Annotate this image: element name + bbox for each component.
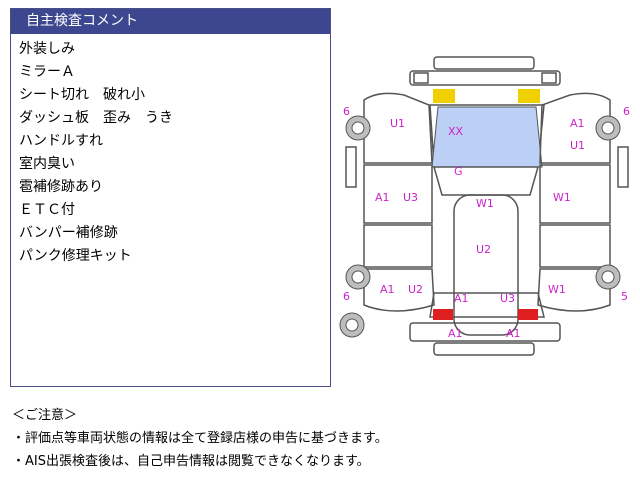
label-front-left-num: 6 xyxy=(343,105,350,118)
label-front-left-fender: U1 xyxy=(390,117,405,130)
label-roof-front: W1 xyxy=(476,197,494,210)
mirror-right xyxy=(617,146,629,188)
label-left-rear-a: A1 xyxy=(380,283,395,296)
right-rear-door xyxy=(539,224,611,268)
wheel-rear-right-hub xyxy=(601,270,615,284)
inspection-comment-panel: 自主検査コメント 外装しみ ミラーＡ シート切れ 破れ小 ダッシュ板 歪み うき… xyxy=(10,8,331,387)
list-item: ハンドルすれ xyxy=(19,133,103,149)
wheel-front-right-hub xyxy=(601,121,615,135)
front-bumper-corner-right xyxy=(541,72,557,84)
label-roof-center: U2 xyxy=(476,243,491,256)
label-front-right-door: U1 xyxy=(570,139,585,152)
panel-title: 自主検査コメント xyxy=(11,9,330,34)
label-front-right-fender: A1 xyxy=(570,117,585,130)
front-bumper-corner-left xyxy=(413,72,429,84)
roof xyxy=(453,194,519,336)
wheel-rear-left-hub xyxy=(351,270,365,284)
label-left-rear-num: 6 xyxy=(343,290,350,303)
label-windshield: XX xyxy=(448,125,464,138)
trunk-lid xyxy=(429,292,545,318)
list-item: ミラーＡ xyxy=(19,64,75,80)
label-rear-center: U3 xyxy=(500,292,515,305)
label-right-front-door: W1 xyxy=(553,191,571,204)
rear-bumper-bottom xyxy=(433,342,535,356)
left-rear-quarter xyxy=(363,268,435,312)
label-left-front-door-a: A1 xyxy=(375,191,390,204)
spare-tire-hub xyxy=(345,318,359,332)
comment-list: 外装しみ ミラーＡ シート切れ 破れ小 ダッシュ板 歪み うき ハンドルすれ 室… xyxy=(11,34,330,268)
right-front-door xyxy=(539,164,611,224)
list-item: シート切れ 破れ小 xyxy=(19,87,145,103)
front-left-fender xyxy=(363,92,433,164)
label-front-right-num: 6 xyxy=(623,105,630,118)
front-right-fender xyxy=(539,92,611,164)
mirror-left xyxy=(345,146,357,188)
list-item: 外装しみ xyxy=(19,41,75,57)
notes-heading: ＜ご注意＞ xyxy=(12,408,78,423)
windshield xyxy=(431,106,543,168)
headlight-right xyxy=(518,89,540,103)
left-rear-door xyxy=(363,224,433,268)
list-item: 室内臭い xyxy=(19,156,75,172)
notes-line: ・評価点等車両状態の情報は全て登録店様の申告に基づきます。 xyxy=(12,431,388,446)
rear-bumper xyxy=(409,322,561,342)
front-bumper xyxy=(409,70,561,86)
notes-line: ・AIS出張検査後は、自己申告情報は閲覧できなくなります。 xyxy=(12,454,370,469)
label-right-rear: W1 xyxy=(548,283,566,296)
headlight-left xyxy=(433,89,455,103)
list-item: ＥＴＣ付 xyxy=(19,202,75,218)
right-rear-quarter xyxy=(537,268,611,312)
front-bumper-top xyxy=(433,56,535,70)
list-item: ダッシュ板 歪み うき xyxy=(19,110,173,126)
label-right-rear-num: 5 xyxy=(621,290,628,303)
car-damage-diagram: 6 U1 XX A1 U1 6 G A1 U3 W1 W1 U2 A1 U2 6… xyxy=(334,55,640,365)
label-rear-left: A1 xyxy=(454,292,469,305)
notes-section: ＜ご注意＞ ・評価点等車両状態の情報は全て登録店様の申告に基づきます。 ・AIS… xyxy=(12,404,388,473)
label-hood-front: G xyxy=(454,165,463,178)
list-item: バンパー補修跡 xyxy=(19,225,118,241)
label-rear-bumper-left: A1 xyxy=(448,327,463,340)
taillight-right xyxy=(518,309,538,320)
label-rear-bumper-right: A1 xyxy=(506,327,521,340)
wheel-front-left-hub xyxy=(351,121,365,135)
label-left-front-door-b: U3 xyxy=(403,191,418,204)
label-left-rear-b: U2 xyxy=(408,283,423,296)
cowl xyxy=(433,166,539,196)
taillight-left xyxy=(433,309,453,320)
list-item: 雹補修跡あり xyxy=(19,179,103,195)
left-front-door xyxy=(363,164,433,224)
list-item: パンク修理キット xyxy=(19,248,132,264)
